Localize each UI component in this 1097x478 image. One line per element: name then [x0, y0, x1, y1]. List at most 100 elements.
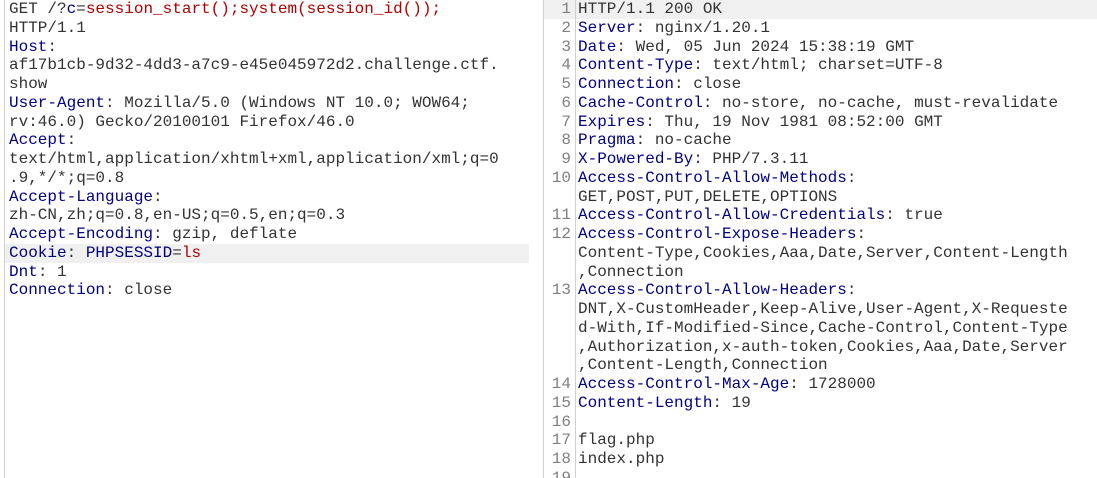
- gutter-divider: [575, 318, 576, 338]
- header-name: Accept-Language: [9, 187, 154, 206]
- header-name: Connection: [9, 281, 106, 300]
- header-name: Connection: [578, 75, 675, 93]
- request-line[interactable]: GET /?c=session_start();system(session_i…: [5, 0, 529, 19]
- param-value: ls: [181, 243, 202, 262]
- gutter-divider: [575, 468, 576, 478]
- text: af17b1cb-9d32-4dd3-a7c9-e45e045972d2.cha…: [9, 56, 499, 75]
- line-text: Access-Control-Allow-Headers:: [578, 281, 856, 300]
- line-number: 2: [561, 18, 571, 37]
- line-number: 9: [561, 150, 571, 168]
- response-line[interactable]: 6 Cache-Control: no-store, no-cache, must…: [544, 93, 1097, 113]
- text: zh-CN,zh;q=0.8,en-US;q=0.5,en;q=0.3: [9, 206, 346, 225]
- line-text: Access-Control-Expose-Headers:: [578, 225, 866, 244]
- gutter-divider: [575, 131, 576, 150]
- request-line[interactable]: Host:: [5, 38, 529, 57]
- header-name: Access-Control-Max-Age: [578, 375, 790, 393]
- request-line[interactable]: Dnt: 1: [5, 263, 529, 282]
- response-line[interactable]: DNT,X-CustomHeader,Keep-Alive,User-Agent…: [544, 300, 1097, 319]
- text: .9,*/*;q=0.8: [9, 168, 125, 187]
- text: : 19: [712, 393, 751, 412]
- line-text: Content-Type,Cookies,Aaa,Date,Server,Con…: [578, 244, 1068, 263]
- gutter-divider: [575, 168, 576, 188]
- text: :: [66, 243, 86, 262]
- line-text: X-Powered-By: PHP/7.3.11: [578, 150, 808, 169]
- response-line[interactable]: 19: [544, 468, 1097, 478]
- gutter-divider: [575, 18, 576, 38]
- response-line[interactable]: 12 Access-Control-Expose-Headers:: [544, 225, 1097, 244]
- gutter-divider: [575, 150, 576, 169]
- response-line[interactable]: ,Content-Length,Connection: [544, 356, 1097, 375]
- header-name: User-Agent: [9, 93, 106, 112]
- text: :: [66, 131, 77, 150]
- text: HTTP/1.1: [9, 18, 86, 37]
- header-name: c: [66, 0, 77, 18]
- request-line[interactable]: rv:46.0) Gecko/20100101 Firefox/46.0: [5, 113, 529, 132]
- text: : text/html; charset=UTF-8: [693, 56, 943, 75]
- request-line[interactable]: Accept-Language:: [5, 188, 529, 207]
- text: rv:46.0) Gecko/20100101 Firefox/46.0: [9, 112, 355, 131]
- line-number: 3: [561, 37, 571, 56]
- line-text: Content-Type: text/html; charset=UTF-8: [578, 56, 943, 75]
- request-line[interactable]: zh-CN,zh;q=0.8,en-US;q=0.5,en;q=0.3: [5, 206, 529, 225]
- line-number: 15: [551, 393, 571, 412]
- line-text: DNT,X-CustomHeader,Keep-Alive,User-Agent…: [578, 300, 1068, 319]
- request-line[interactable]: .9,*/*;q=0.8: [5, 169, 529, 188]
- text: : Wed, 05 Jun 2024 15:38:19 GMT: [616, 37, 915, 56]
- response-line[interactable]: 15 Content-Length: 19: [544, 393, 1097, 413]
- header-name: Cache-Control: [578, 93, 703, 112]
- line-number: 7: [561, 112, 571, 131]
- gutter-divider: [575, 187, 576, 207]
- text: HTTP/1.1 200 OK: [578, 0, 723, 18]
- line-number: 10: [551, 168, 571, 187]
- response-line[interactable]: GET,POST,PUT,DELETE,OPTIONS: [544, 187, 1097, 207]
- response-line[interactable]: 16: [544, 412, 1097, 432]
- text: =: [76, 0, 86, 18]
- request-line[interactable]: Accept-Encoding: gzip, deflate: [5, 225, 529, 244]
- request-editor[interactable]: GET /?c=session_start();system(session_i…: [4, 0, 529, 478]
- line-text: Access-Control-Allow-Methods:: [578, 169, 856, 188]
- gutter-divider: [575, 300, 576, 319]
- line-number: 6: [561, 93, 571, 112]
- response-line[interactable]: 7 Expires: Thu, 19 Nov 1981 08:52:00 GMT: [544, 112, 1097, 132]
- text: :: [47, 37, 58, 56]
- line-text: Access-Control-Max-Age: 1728000: [578, 375, 876, 394]
- request-line[interactable]: Connection: close: [5, 281, 529, 300]
- request-line[interactable]: Cookie: PHPSESSID=ls: [5, 243, 529, 263]
- request-line[interactable]: User-Agent: Mozilla/5.0 (Windows NT 10.0…: [5, 94, 529, 113]
- line-number: 13: [551, 281, 571, 300]
- text: : no-store, no-cache, must-revalidate: [702, 93, 1059, 112]
- request-line[interactable]: HTTP/1.1: [5, 19, 529, 38]
- response-line[interactable]: ,Authorization,x-auth-token,Cookies,Aaa,…: [544, 337, 1097, 357]
- response-line[interactable]: 10 Access-Control-Allow-Methods:: [544, 168, 1097, 188]
- request-line[interactable]: text/html,application/xhtml+xml,applicat…: [5, 150, 529, 169]
- text: ,Connection: [578, 262, 684, 281]
- line-text: Expires: Thu, 19 Nov 1981 08:52:00 GMT: [578, 113, 943, 132]
- request-line[interactable]: af17b1cb-9d32-4dd3-a7c9-e45e045972d2.cha…: [5, 56, 529, 75]
- response-line[interactable]: d-With,If-Modified-Since,Cache-Control,C…: [544, 318, 1097, 338]
- response-line[interactable]: Content-Type,Cookies,Aaa,Date,Server,Con…: [544, 243, 1097, 263]
- text: index.php: [578, 450, 665, 468]
- request-line[interactable]: show: [5, 75, 529, 94]
- line-text: Content-Length: 19: [578, 394, 751, 413]
- line-number: 8: [561, 131, 571, 150]
- line-number: 12: [551, 225, 571, 243]
- response-line[interactable]: 13 Access-Control-Allow-Headers:: [544, 281, 1097, 300]
- response-line[interactable]: ,Connection: [544, 262, 1097, 282]
- request-line[interactable]: Accept:: [5, 131, 529, 150]
- text: ,Authorization,x-auth-token,Cookies,Aaa,…: [578, 337, 1068, 356]
- line-number: 5: [561, 75, 571, 93]
- response-line[interactable]: 9 X-Powered-By: PHP/7.3.11: [544, 150, 1097, 169]
- text: :: [153, 187, 163, 206]
- text: : true: [885, 206, 943, 225]
